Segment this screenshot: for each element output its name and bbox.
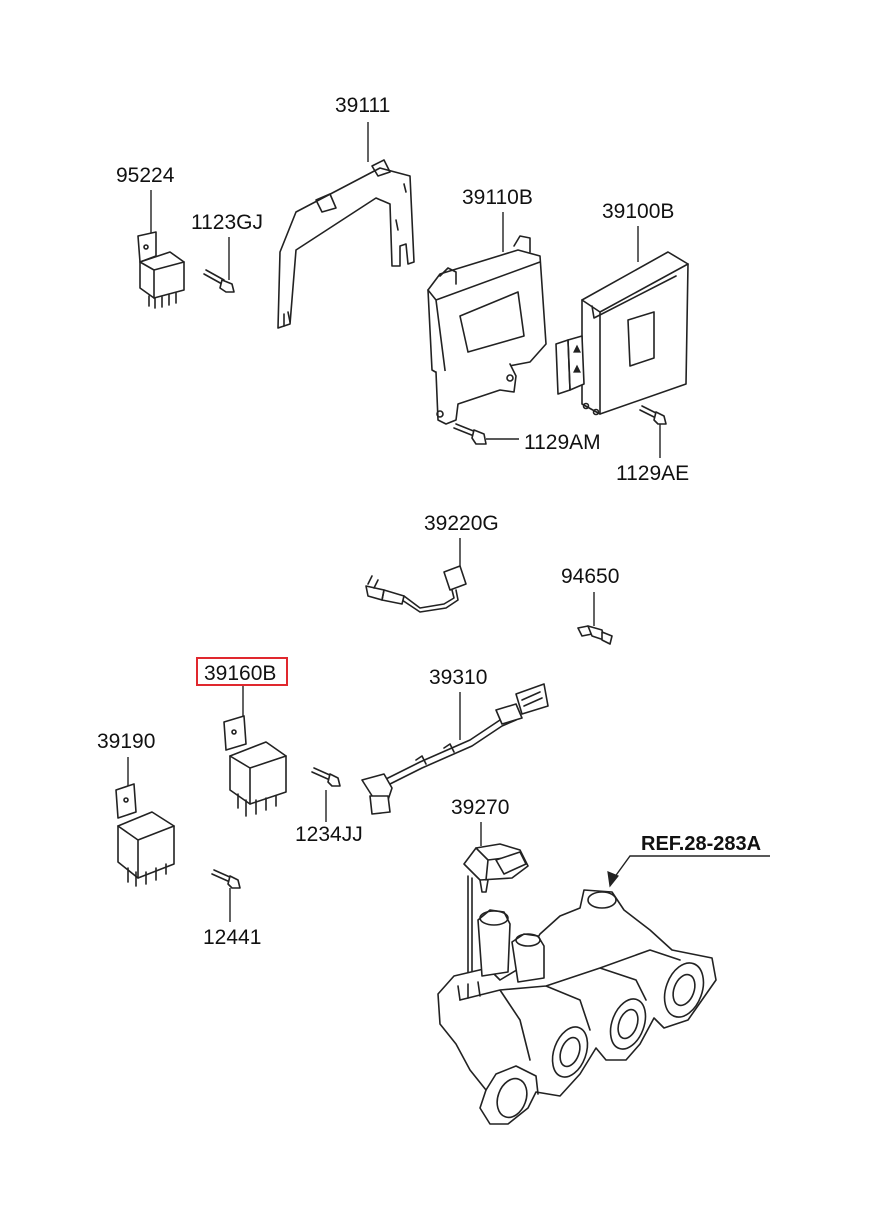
highlight-box-39160b	[196, 657, 288, 686]
bolt-1234jj[interactable]	[311, 767, 341, 787]
sensor-39310[interactable]	[361, 683, 549, 815]
label-12441[interactable]: 12441	[203, 926, 261, 949]
label-94650[interactable]: 94650	[561, 565, 619, 588]
sensor-39270[interactable]	[463, 843, 529, 981]
label-39220g[interactable]: 39220G	[424, 512, 499, 535]
bolt-1129ae[interactable]	[639, 405, 667, 425]
label-1234jj[interactable]: 1234JJ	[295, 823, 363, 846]
label-39270[interactable]: 39270	[451, 796, 509, 819]
ecu-housing-39110b[interactable]	[427, 235, 547, 425]
label-1129am[interactable]: 1129AM	[524, 431, 601, 454]
sensor-39220g[interactable]	[365, 565, 467, 613]
label-1129ae[interactable]: 1129AE	[616, 462, 689, 485]
label-39190[interactable]: 39190	[97, 730, 155, 753]
bracket-39111[interactable]	[277, 159, 415, 329]
label-39160b[interactable]: 39160B	[204, 662, 276, 685]
sensor-94650[interactable]	[577, 625, 613, 645]
relay-95224[interactable]	[137, 231, 185, 309]
relay-39190[interactable]	[115, 783, 175, 887]
label-39111[interactable]: 39111	[335, 94, 390, 117]
bolt-12441[interactable]	[211, 869, 241, 889]
label-39110b[interactable]: 39110B	[462, 186, 533, 209]
label-ref-28-283a[interactable]: REF.28-283A	[641, 833, 761, 855]
label-1123gj[interactable]: 1123GJ	[191, 211, 263, 234]
intake-manifold[interactable]	[437, 889, 717, 1125]
label-95224[interactable]: 95224	[116, 164, 175, 187]
ecu-39100b[interactable]	[555, 251, 689, 416]
relay-39160b[interactable]	[223, 715, 287, 817]
bolt-1129am[interactable]	[453, 423, 487, 445]
bolt-1123gj[interactable]	[203, 269, 235, 293]
label-39310[interactable]: 39310	[429, 666, 487, 689]
label-39100b[interactable]: 39100B	[602, 200, 674, 223]
